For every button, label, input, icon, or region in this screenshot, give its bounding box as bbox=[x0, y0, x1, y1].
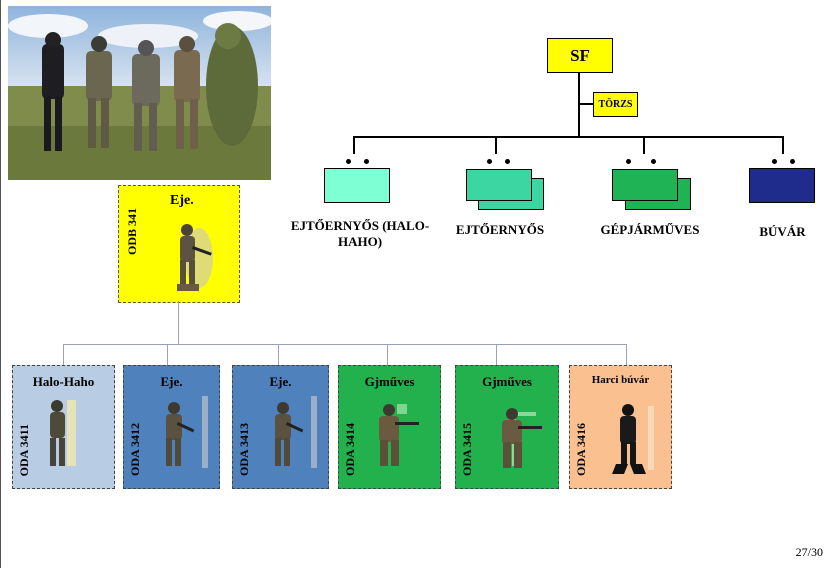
oda-title: Halo-Haho bbox=[32, 374, 95, 389]
soldier-figure-icon bbox=[275, 396, 317, 468]
unit-halo-haho-symbol bbox=[324, 168, 390, 203]
unit-label-gepjarmuves: GÉPJÁRMŰVES bbox=[600, 222, 700, 237]
page-number: 27/30 bbox=[795, 545, 823, 559]
oda-drop-2 bbox=[167, 344, 168, 365]
unit-symbol-dot bbox=[772, 159, 777, 164]
left-border-line bbox=[0, 0, 1, 568]
unit-label-halo-haho: EJTŐERNYŐS (HALO-HAHO) bbox=[290, 218, 430, 249]
oda-bus-line bbox=[63, 344, 626, 345]
oda-3413-box: Eje. ODA 3413 bbox=[232, 365, 329, 489]
oda-title: Gjműves bbox=[482, 374, 532, 389]
oda-code: ODA 3415 bbox=[460, 422, 474, 476]
oda-3411-box: Halo-Haho ODA 3411 bbox=[12, 365, 115, 489]
oda-3415-box: Gjműves ODA 3415 bbox=[455, 365, 559, 489]
unit-drop-2 bbox=[495, 136, 497, 154]
soldier-figure-icon bbox=[166, 396, 208, 468]
oda-drop-3 bbox=[278, 344, 279, 365]
oda-code: ODA 3413 bbox=[237, 422, 251, 476]
oda-title: Eje. bbox=[269, 374, 292, 389]
oda-code: ODA 3414 bbox=[343, 422, 357, 476]
odb-down-connector bbox=[178, 301, 179, 344]
oda-3416-box: Harci búvár ODA 3416 bbox=[569, 365, 672, 489]
oda-code: ODA 3411 bbox=[17, 423, 31, 476]
unit-drop-1 bbox=[353, 136, 355, 154]
unit-gepjarmuves-symbol bbox=[612, 169, 678, 201]
unit-ejtoernyos-symbol bbox=[466, 169, 532, 201]
oda-drop-1 bbox=[63, 344, 64, 365]
unit-symbol-dot bbox=[626, 159, 631, 164]
soldier-figure-icon bbox=[50, 400, 76, 466]
oda-drop-6 bbox=[626, 344, 627, 365]
oda-drop-5 bbox=[496, 344, 497, 365]
unit-drop-3 bbox=[643, 136, 645, 154]
unit-label-ejtoernyos: EJTŐERNYŐS bbox=[455, 222, 545, 237]
oda-3412-box: Eje. ODA 3412 bbox=[123, 365, 220, 489]
unit-label-buvar: BÚVÁR bbox=[759, 224, 806, 239]
oda-code: ODA 3416 bbox=[574, 422, 588, 476]
sf-vertical-connector bbox=[578, 72, 580, 136]
soldiers-photo bbox=[8, 6, 271, 180]
oda-3414-box: Gjműves ODA 3414 bbox=[338, 365, 441, 489]
oda-code: ODA 3412 bbox=[128, 422, 142, 476]
soldier-figure-icon bbox=[177, 224, 213, 291]
unit-drop-4 bbox=[782, 136, 784, 154]
unit-buvar-symbol bbox=[749, 168, 815, 203]
odb-code: ODB 341 bbox=[125, 208, 139, 256]
odb-341-box: ODB 341 bbox=[118, 185, 240, 303]
soldier-figure-icon bbox=[502, 408, 542, 468]
unit-symbol-dot bbox=[487, 159, 492, 164]
unit-symbol-dot bbox=[346, 159, 351, 164]
torzs-connector bbox=[580, 103, 593, 105]
unit-symbol-dot bbox=[651, 159, 656, 164]
torzs-staff-box: TÖRZS bbox=[593, 92, 638, 117]
unit-symbol-dot bbox=[790, 159, 795, 164]
diver-figure-icon bbox=[612, 404, 654, 474]
unit-symbol-dot bbox=[505, 159, 510, 164]
sf-command-box: SF bbox=[547, 38, 613, 73]
sf-label: SF bbox=[570, 45, 590, 65]
soldier-figure-icon bbox=[379, 404, 419, 466]
oda-drop-4 bbox=[387, 344, 388, 365]
odb-title: Eje. bbox=[170, 193, 194, 208]
oda-title: Eje. bbox=[160, 374, 183, 389]
unit-symbol-dot bbox=[364, 159, 369, 164]
torzs-label: TÖRZS bbox=[598, 99, 633, 110]
oda-title: Harci búvár bbox=[591, 374, 650, 386]
oda-title: Gjműves bbox=[364, 374, 415, 389]
unit-bus-line bbox=[353, 136, 783, 138]
